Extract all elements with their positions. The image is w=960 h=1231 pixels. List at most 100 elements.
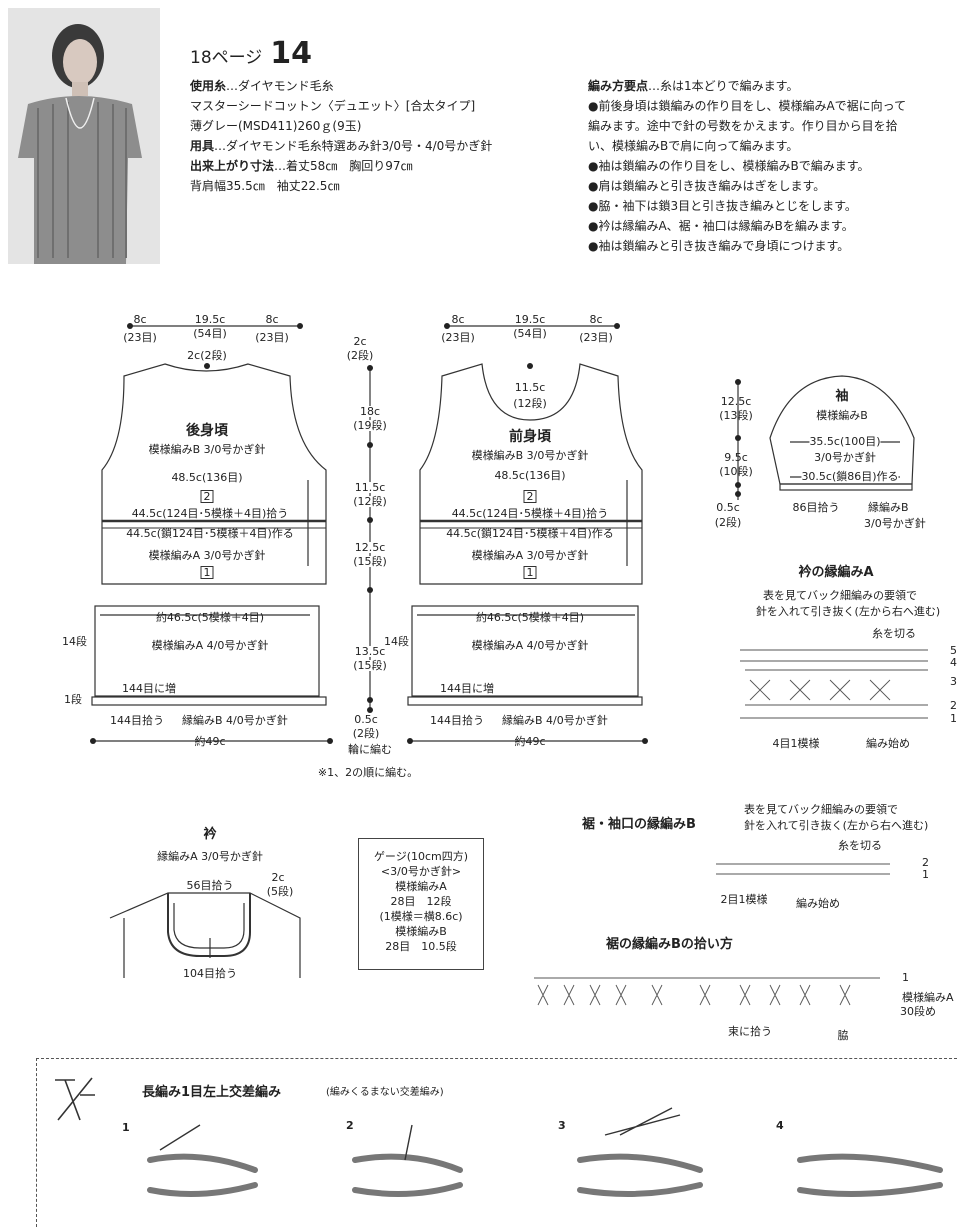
front-lower-panel (411, 605, 639, 697)
back-increase: 144目に増 (122, 682, 176, 695)
dim-d1: 2c (353, 335, 367, 348)
edge-b-title: 裾・袖口の縁編みB (582, 817, 696, 832)
edge-b-repeat: 2目1模様 (720, 893, 768, 906)
front-top-left-st: (23目) (441, 331, 475, 344)
instruction-line: 編みます。途中で針の号数をかえます。作り目から目を拾 (588, 119, 898, 133)
edge-a-row1: 1 (950, 712, 957, 725)
materials-line1: …ダイヤモンド毛糸 (226, 79, 334, 93)
stitch-guide-title: 長編み1目左上交差編み (142, 1085, 282, 1100)
sleeve-title: 袖 (835, 389, 849, 404)
front-step2: 2 (523, 490, 537, 503)
sleeve-pick: 86目拾う (792, 501, 840, 514)
collar-title: 衿 (203, 827, 217, 842)
back-body-a: 模様編みA 3/0号かぎ針 (148, 549, 266, 562)
gauge-line: 模様編みB (395, 925, 447, 938)
model-photo-drawing (8, 8, 160, 264)
knit-in-round: 輪に編む (348, 743, 392, 756)
collar-depth-rows: (5段) (266, 885, 294, 898)
dim-d5: 13.5c (354, 645, 386, 658)
front-lower-a: 模様編みA 4/0号かぎ針 (471, 639, 589, 652)
back-hem-edge: 縁編みB 4/0号かぎ針 (182, 714, 288, 727)
front-top-mid: 19.5c (514, 313, 546, 326)
sleeve-pattern: 模様編みB (816, 409, 868, 422)
pickup-pattern-a-row: 30段め (900, 1005, 936, 1018)
front-width: 約49c (514, 735, 546, 748)
gauge-line: <3/0号かぎ針> (380, 865, 462, 878)
edge-a-repeat: 4目1模様 (772, 737, 820, 750)
stitch-step-number: 1 (122, 1121, 130, 1134)
stitch-guide-subtitle: (編みくるまない交差編み) (326, 1087, 444, 1098)
instruction-line: ●肩は鎖編みと引き抜き編みはぎをします。 (588, 179, 826, 193)
dim-d3-rows: (12段) (353, 495, 387, 508)
page-heading: 18ページ 14 (190, 36, 312, 71)
edge-a-title: 衿の縁編みA (798, 565, 874, 580)
back-top-mid-st: (54目) (193, 327, 227, 340)
front-yoke: 模様編みB 3/0号かぎ針 (471, 449, 589, 462)
collar-depth: 2c (271, 871, 285, 884)
edge-b-row2: 2 (922, 856, 929, 869)
back-row1: 1段 (64, 693, 82, 706)
collar-outline (109, 892, 301, 978)
dim-d5-rows: (15段) (353, 659, 387, 672)
instructions-title: 編み方要点 (588, 79, 649, 93)
order-note: ※1、2の順に編む。 (317, 766, 419, 779)
back-width: 約49c (194, 735, 226, 748)
page-label: 18ページ (190, 48, 263, 68)
back-top-mid: 19.5c (194, 313, 226, 326)
dim-d4: 12.5c (354, 541, 386, 554)
materials-title: 使用糸 (190, 79, 227, 93)
instruction-line: ●衿は縁編みA、裾・袖口は縁編みBを編みます。 (588, 219, 854, 233)
front-title: 前身頃 (509, 429, 551, 445)
stitch-guide-frame (36, 1058, 957, 1227)
front-increase: 144目に増 (440, 682, 494, 695)
stitch-step-illustrations (147, 1153, 943, 1197)
pickup-bundle: 束に拾う (728, 1025, 772, 1038)
back-step2: 2 (200, 490, 214, 503)
materials-block: 使用糸…ダイヤモンド毛糸 マスターシードコットン〈デュエット〉[合太タイプ] 薄… (190, 76, 492, 196)
front-hem-pick: 144目拾う (430, 714, 484, 727)
front-step1: 1 (523, 566, 537, 579)
front-top-left: 8c (451, 313, 465, 326)
collar-pick56: 56目拾う (186, 879, 234, 892)
sleeve-needle: 3/0号かぎ針 (814, 451, 876, 464)
edge-b-row1: 1 (922, 868, 929, 881)
back-top-right: 8c (265, 313, 279, 326)
sleeve-h2: 9.5c (724, 451, 748, 464)
back-lower-a: 模様編みA 4/0号かぎ針 (151, 639, 269, 652)
dim-d4-rows: (15段) (353, 555, 387, 568)
gauge-line: 模様編みA (395, 880, 447, 893)
pickup-title: 裾の縁編みBの拾い方 (606, 937, 733, 952)
pattern-number: 14 (270, 36, 313, 71)
gauge-line: ゲージ(10cm四方) (373, 850, 469, 863)
back-pick: 44.5c(124目･5模様＋4目)拾う (131, 507, 289, 520)
edge-a-row3: 3 (950, 675, 957, 688)
sleeve-width1: 35.5c(100目) (809, 435, 881, 448)
gauge-box: ゲージ(10cm四方) <3/0号かぎ針> 模様編みA 28目 12段 (1模様… (358, 838, 484, 970)
instructions-block: 編み方要点…糸は1本どりで編みます。 ●前後身頃は鎖編みの作り目をし、模様編みA… (588, 76, 906, 256)
front-neck-depth: 11.5c (514, 381, 546, 394)
edge-a-note2: 針を入れて引き抜く(左から右へ進む) (755, 605, 941, 618)
tools-text: …ダイヤモンド毛糸特選あみ針3/0号・4/0号かぎ針 (214, 139, 493, 153)
instruction-line: ●袖は鎖編みと引き抜き編みで身頃につけます。 (588, 239, 850, 253)
edge-b-note2: 針を入れて引き抜く(左から右へ進む) (744, 819, 929, 832)
back-width2: 約46.5c(5模様＋4目) (155, 611, 265, 624)
back-yoke: 模様編みB 3/0号かぎ針 (148, 443, 266, 456)
materials-line2: マスターシードコットン〈デュエット〉[合太タイプ] (190, 99, 476, 113)
sleeve-h1-rows: (13段) (719, 409, 753, 422)
collar-pick104: 104目拾う (183, 967, 237, 980)
sleeve-edge: 縁編みB (868, 501, 909, 514)
dim-d2-rows: (19段) (353, 419, 387, 432)
materials-line3: 薄グレー(MSD411)260ｇ(9玉) (190, 119, 362, 133)
edge-b-cut: 糸を切る (838, 839, 882, 852)
model-photo (8, 8, 160, 264)
sleeve-h3: 0.5c (716, 501, 740, 514)
pickup-side: 脇 (837, 1029, 849, 1042)
edge-b-start: 編み始め (796, 897, 840, 910)
front-neck-depth-rows: (12段) (513, 397, 547, 410)
back-lower-panel (94, 605, 320, 697)
edge-b-note1: 表を見てバック細編みの要領で (744, 803, 898, 816)
back-rows14: 14段 (62, 635, 87, 648)
edge-a-row4: 4 (950, 656, 957, 669)
sleeve-width2: 30.5c(鎖86目)作る (801, 470, 899, 483)
tools-title: 用具 (190, 139, 215, 153)
